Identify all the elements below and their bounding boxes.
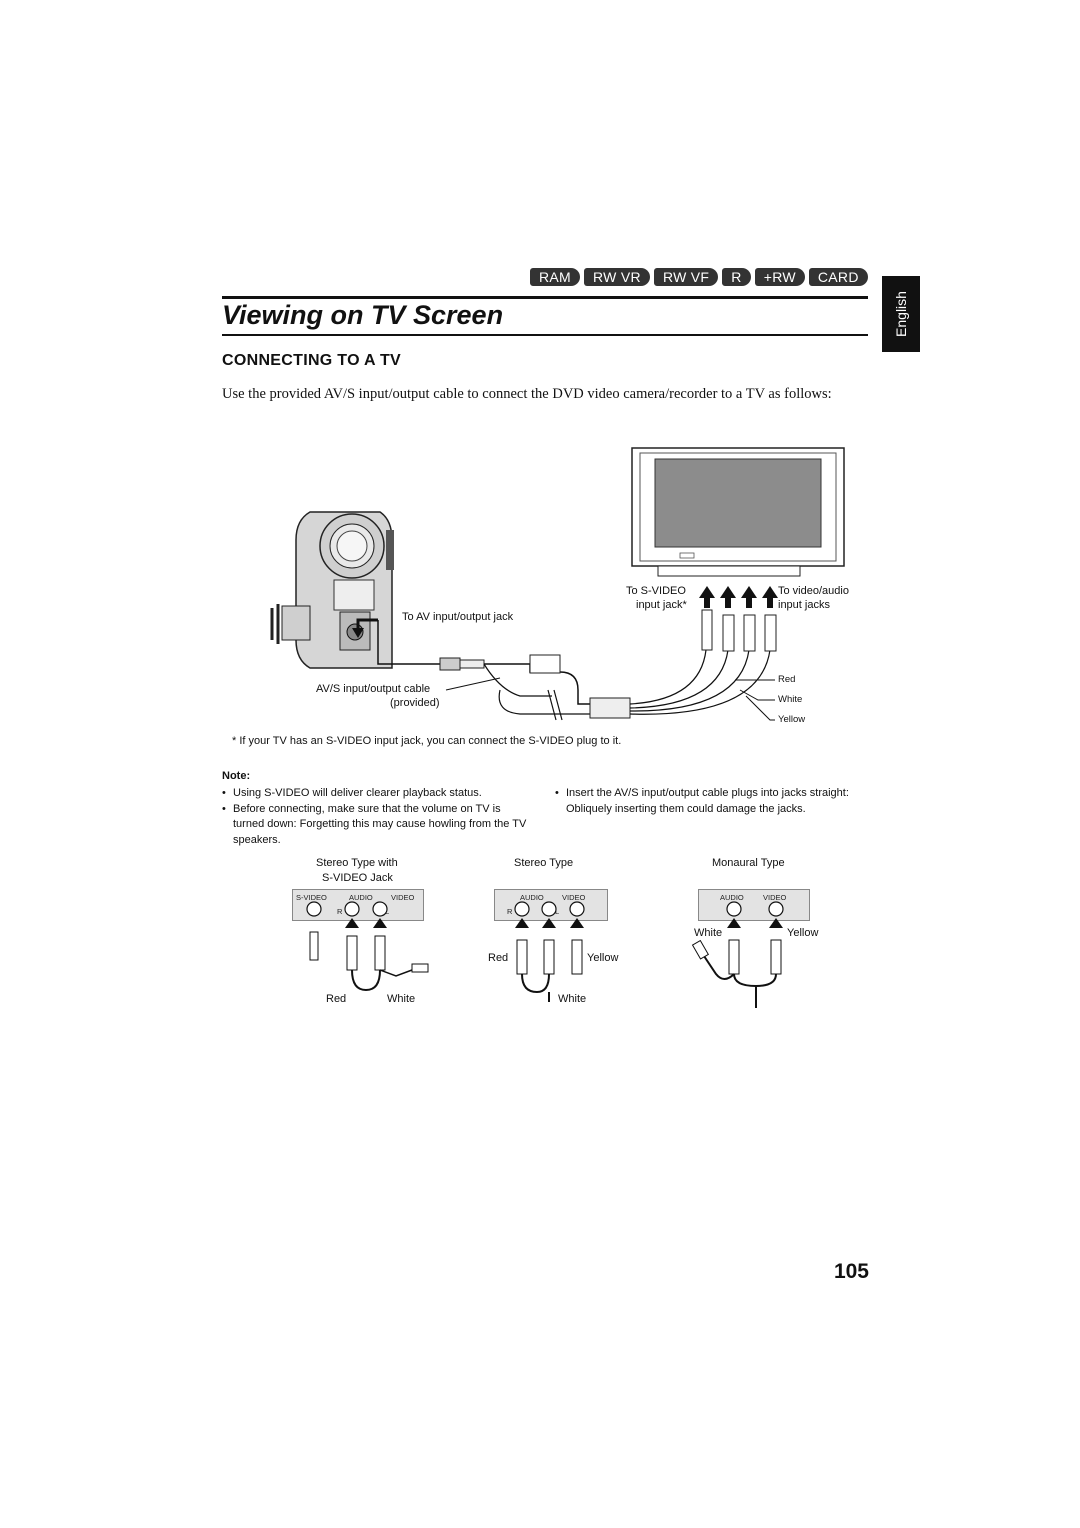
label-input-jacks: input jacks — [778, 599, 830, 611]
type-stereo-svideo-line2: S-VIDEO Jack — [322, 872, 393, 884]
language-tab: English — [882, 276, 920, 352]
note-item: •Using S-VIDEO will deliver clearer play… — [222, 787, 482, 799]
type-monaural: Monaural Type — [712, 857, 785, 869]
camcorder-illustration — [270, 511, 394, 669]
type1-white: White — [387, 993, 416, 1005]
label-to-svideo: To S-VIDEO — [626, 585, 686, 597]
type2-yellow: Yellow — [587, 952, 619, 964]
tab-rw-vr: RW VR — [584, 268, 650, 286]
jack-panel-monaural — [698, 889, 810, 921]
label-yellow: Yellow — [778, 714, 806, 725]
title-rule-top — [222, 296, 868, 299]
panel2-video: VIDEO — [562, 893, 586, 902]
title-rule-bottom — [222, 334, 868, 336]
plug-set — [701, 609, 777, 652]
type3-white: White — [694, 927, 723, 939]
label-red: Red — [778, 674, 796, 685]
tab-ram: RAM — [530, 268, 581, 286]
footnote: * If your TV has an S-VIDEO input jack, … — [232, 735, 622, 747]
type3-yellow: Yellow — [787, 927, 819, 939]
jack-type-diagrams — [306, 901, 784, 1008]
label-provided: (provided) — [390, 697, 440, 709]
label-to-av-jack: To AV input/output jack — [402, 611, 514, 623]
panel2-l: L — [555, 907, 560, 916]
note-heading: Note: — [222, 770, 251, 782]
type1-red: Red — [326, 993, 347, 1005]
tab-rw-vf: RW VF — [653, 268, 719, 286]
label-to-video-audio: To video/audio — [778, 585, 849, 597]
note-item: •Before connecting, make sure that the v… — [222, 802, 527, 846]
panel3-video: VIDEO — [763, 893, 787, 902]
panel1-svideo: S-VIDEO — [296, 893, 327, 902]
panel1-r: R — [337, 907, 343, 916]
panel2-r: R — [507, 907, 513, 916]
page-number: 105 — [833, 1260, 869, 1283]
label-av-cable: AV/S input/output cable — [316, 683, 431, 695]
note-right-column: •Insert the AV/S input/output cable plug… — [555, 786, 861, 817]
panel3-audio: AUDIO — [720, 893, 744, 902]
label-input-jack: input jack* — [636, 599, 687, 611]
tab-card: CARD — [808, 268, 868, 286]
plug-arrows — [699, 586, 778, 608]
note-item: •Insert the AV/S input/output cable plug… — [555, 787, 849, 815]
panel2-audio: AUDIO — [520, 893, 544, 902]
note-left-column: •Using S-VIDEO will deliver clearer play… — [222, 786, 532, 848]
type-stereo: Stereo Type — [514, 857, 574, 869]
tv-illustration — [631, 447, 845, 577]
tab-plus-rw: +RW — [754, 268, 805, 286]
page-title: Viewing on TV Screen — [222, 300, 504, 330]
panel1-audio: AUDIO — [349, 893, 373, 902]
type2-red: Red — [488, 952, 509, 964]
tab-r: R — [722, 268, 751, 286]
type2-white: White — [558, 993, 587, 1005]
panel1-video: VIDEO — [391, 893, 415, 902]
label-white: White — [778, 694, 803, 705]
connection-diagram — [270, 447, 845, 721]
type-stereo-svideo-line1: Stereo Type with — [316, 857, 398, 869]
section-heading: CONNECTING TO A TV — [222, 352, 402, 369]
media-type-tabs: RAM RW VR RW VF R +RW CARD — [530, 268, 868, 286]
intro-paragraph: Use the provided AV/S input/output cable… — [222, 386, 832, 402]
